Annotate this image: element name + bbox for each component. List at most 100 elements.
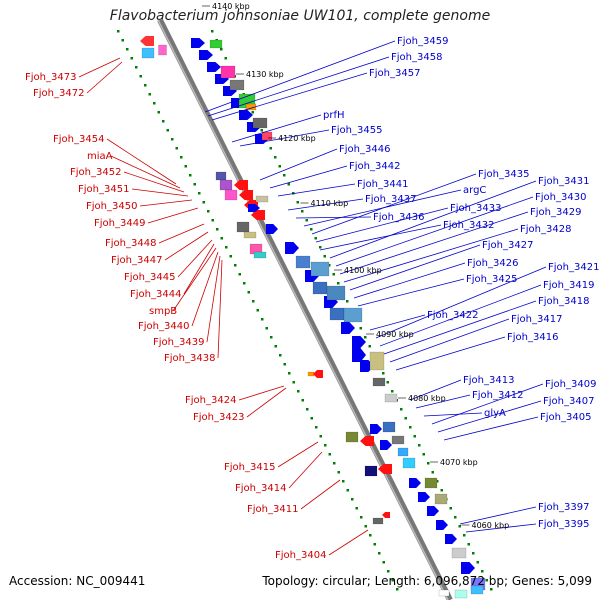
gene-label-forward[interactable]: Fjoh_3397	[538, 502, 589, 513]
gene-label-reverse[interactable]: Fjoh_3449	[94, 218, 145, 229]
gene-feature-forward	[427, 506, 439, 516]
gene-label-forward[interactable]: Fjoh_3435	[478, 169, 529, 180]
gene-label-reverse[interactable]: Fjoh_3439	[153, 337, 204, 348]
gene-label-reverse[interactable]: Fjoh_3473	[25, 72, 76, 83]
gene-label-forward[interactable]: Fjoh_3455	[331, 125, 382, 136]
gene-label-forward[interactable]: Fjoh_3422	[427, 310, 478, 321]
gene-label-forward[interactable]: Fjoh_3432	[443, 220, 494, 231]
gene-label-forward[interactable]: Fjoh_3407	[543, 396, 594, 407]
gene-label-forward[interactable]: Fjoh_3418	[538, 296, 589, 307]
gc-dot	[207, 210, 210, 213]
gene-label-reverse[interactable]: Fjoh_3472	[33, 88, 84, 99]
gene-label-reverse[interactable]: Fjoh_3438	[164, 353, 215, 364]
gene-label-forward[interactable]: argC	[463, 185, 486, 196]
gene-label-reverse[interactable]: Fjoh_3447	[111, 255, 162, 266]
gene-label-forward[interactable]: Fjoh_3412	[472, 390, 523, 401]
gene-feature-forward	[285, 242, 299, 254]
forward-leader	[287, 198, 364, 211]
gc-dot	[265, 327, 268, 330]
gene-label-reverse[interactable]: Fjoh_3423	[193, 412, 244, 423]
gene-label-forward[interactable]: Fjoh_3441	[357, 179, 408, 190]
gene-feature-reverse	[234, 180, 248, 190]
gene-feature	[224, 189, 238, 201]
gene-feature	[364, 465, 378, 477]
forward-leader	[357, 278, 465, 307]
gene-label-reverse[interactable]: Fjoh_3452	[70, 167, 121, 178]
gene-feature	[252, 117, 268, 129]
gene-label-reverse[interactable]: miaA	[87, 151, 113, 162]
label-leaders	[78, 40, 547, 556]
gene-label-reverse[interactable]: Fjoh_3404	[275, 550, 326, 561]
gene-feature-forward	[248, 204, 260, 212]
gene-label-forward[interactable]: Fjoh_3395	[538, 519, 589, 530]
gene-label-forward[interactable]: Fjoh_3426	[467, 258, 518, 269]
gc-dot	[139, 75, 142, 78]
gene-label-forward[interactable]: Fjoh_3421	[548, 262, 599, 273]
gc-dot	[373, 543, 376, 546]
gene-label-forward[interactable]: Fjoh_3431	[538, 176, 589, 187]
gene-label-reverse[interactable]: Fjoh_3448	[105, 238, 156, 249]
gc-dot	[287, 183, 290, 186]
gene-label-forward[interactable]: Fjoh_3427	[482, 240, 533, 251]
gene-label-forward[interactable]: Fjoh_3425	[466, 274, 517, 285]
reverse-leader	[110, 155, 181, 189]
gene-label-forward[interactable]: prfH	[323, 110, 345, 121]
gene-label-forward[interactable]: Fjoh_3409	[545, 379, 596, 390]
gc-dot	[117, 30, 120, 33]
gene-label-reverse[interactable]: Fjoh_3445	[124, 272, 175, 283]
gene-label-forward[interactable]: Fjoh_3428	[520, 224, 571, 235]
gene-label-reverse[interactable]: smpB	[149, 306, 177, 317]
gene-label-forward[interactable]: Fjoh_3430	[535, 192, 586, 203]
gene-feature-reverse	[313, 370, 323, 378]
gene-label-forward[interactable]: Fjoh_3419	[543, 280, 594, 291]
gene-label-reverse[interactable]: Fjoh_3415	[224, 462, 275, 473]
gene-feature-forward	[199, 50, 213, 60]
gene-label-forward[interactable]: Fjoh_3459	[397, 36, 448, 47]
gene-label-forward[interactable]: Fjoh_3446	[339, 144, 390, 155]
gene-label-forward[interactable]: Fjoh_3429	[530, 207, 581, 218]
gene-label-forward[interactable]: Fjoh_3442	[349, 161, 400, 172]
gc-dot	[382, 561, 385, 564]
gc-dot	[121, 39, 124, 42]
gene-label-reverse[interactable]: Fjoh_3414	[235, 483, 286, 494]
gene-label-reverse[interactable]: Fjoh_3450	[86, 201, 137, 212]
gene-label-forward[interactable]: Fjoh_3437	[365, 194, 416, 205]
gene-label-forward[interactable]: Fjoh_3458	[391, 52, 442, 63]
gene-feature-forward	[445, 534, 457, 544]
gene-label-reverse[interactable]: Fjoh_3411	[247, 504, 298, 515]
gc-dot	[193, 183, 196, 186]
gene-feature	[326, 285, 346, 301]
gc-dot	[202, 201, 205, 204]
forward-leader	[379, 284, 542, 347]
gene-label-forward[interactable]: Fjoh_3405	[540, 412, 591, 423]
gene-label-reverse[interactable]: Fjoh_3444	[130, 289, 181, 300]
reverse-leader	[246, 387, 287, 418]
gene-label-forward[interactable]: Fjoh_3433	[450, 203, 501, 214]
gene-feature-reverse	[382, 512, 390, 518]
gc-dot	[292, 381, 295, 384]
gene-feature	[229, 79, 245, 91]
reverse-leader	[123, 171, 185, 193]
reverse-leader	[238, 385, 285, 401]
gene-label-forward[interactable]: Fjoh_3416	[507, 332, 558, 343]
gc-dot	[485, 579, 488, 582]
gene-label-reverse[interactable]: Fjoh_3451	[78, 184, 129, 195]
backbone-highlight	[157, 19, 449, 600]
gene-label-forward[interactable]: Fjoh_3413	[463, 375, 514, 386]
gene-label-forward[interactable]: Fjoh_3457	[369, 68, 420, 79]
gc-dot	[126, 48, 129, 51]
gene-label-reverse[interactable]: Fjoh_3454	[53, 134, 104, 145]
gene-label-forward[interactable]: Fjoh_3417	[511, 314, 562, 325]
gene-label-forward[interactable]: Fjoh_3436	[373, 212, 424, 223]
gc-dot	[180, 156, 183, 159]
gc-dot	[211, 219, 214, 222]
gene-label-forward[interactable]: glyA	[484, 408, 506, 419]
gc-dot	[463, 534, 466, 537]
gene-label-reverse[interactable]: Fjoh_3424	[185, 395, 236, 406]
gc-dot	[328, 453, 331, 456]
gene-feature	[402, 457, 416, 469]
gc-dot	[346, 300, 349, 303]
gene-label-reverse[interactable]: Fjoh_3440	[138, 321, 189, 332]
